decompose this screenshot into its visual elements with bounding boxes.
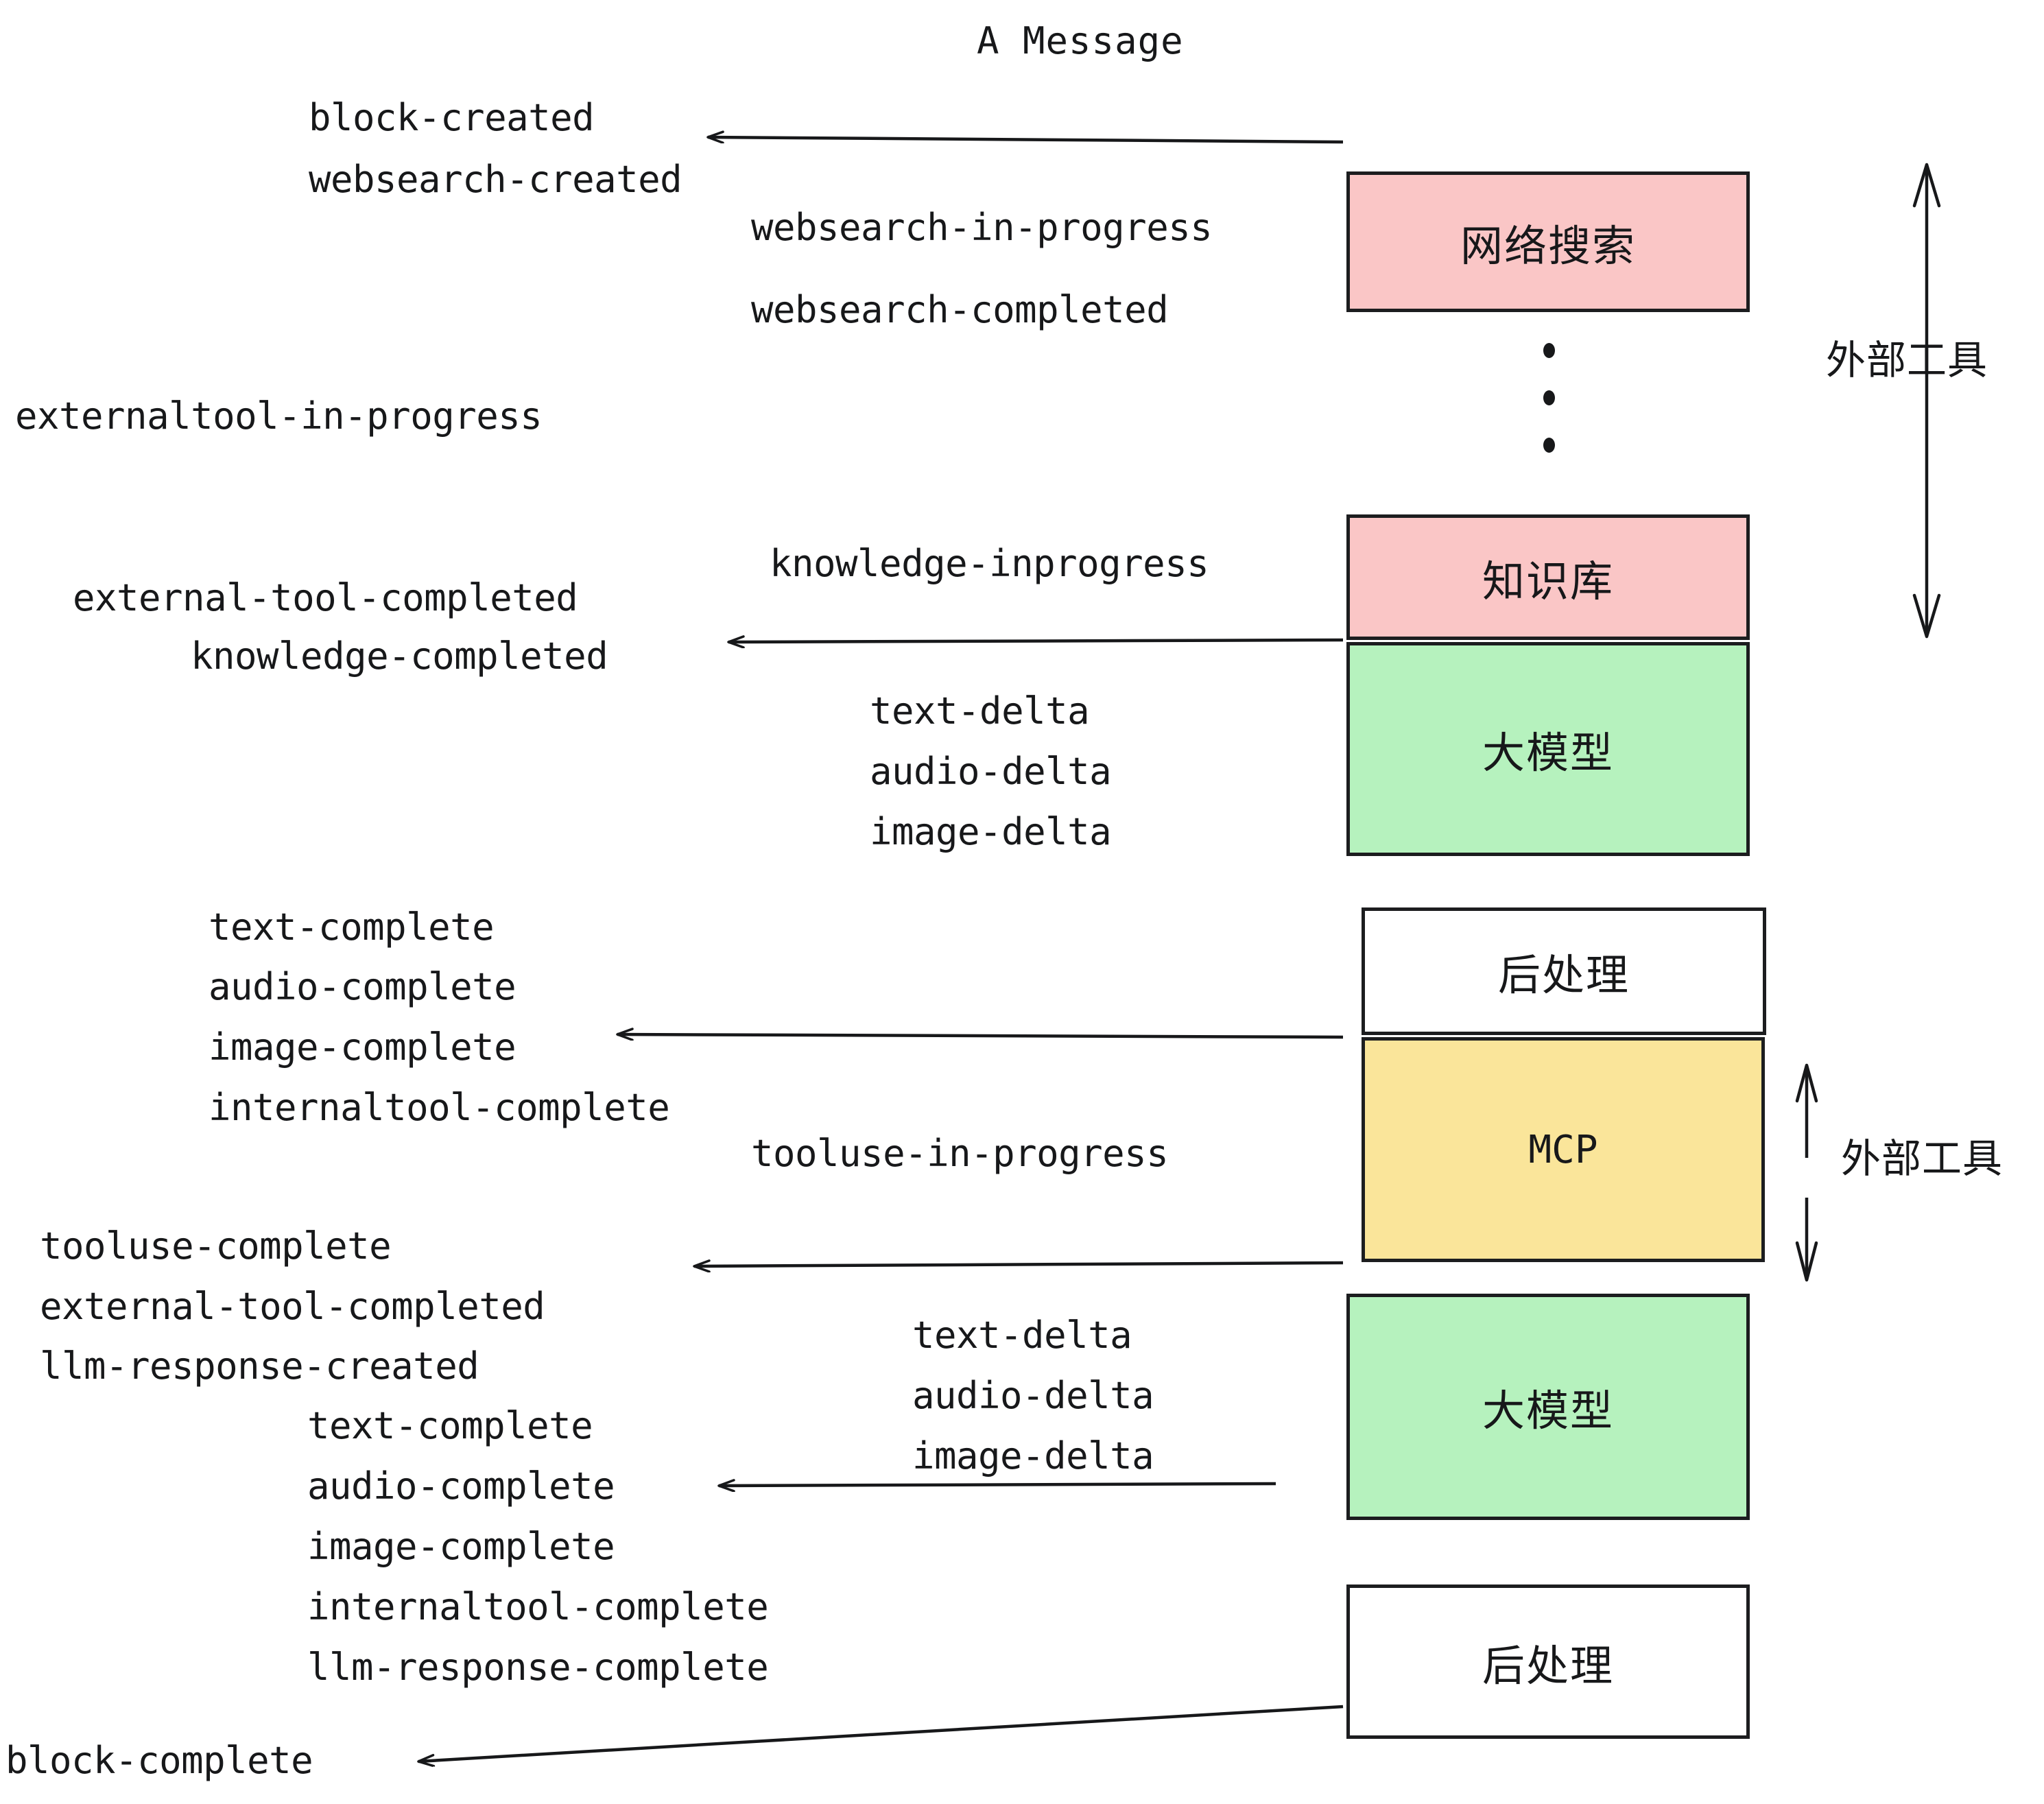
event-tooluse-complete: tooluse-complete xyxy=(40,1224,392,1268)
box-post-processing-bottom-label: 后处理 xyxy=(1482,1640,1614,1691)
box-mcp-label: MCP xyxy=(1528,1127,1598,1172)
box-post-processing-top-label: 后处理 xyxy=(1497,950,1630,1000)
arrow-mcp-to-tooluse-complete xyxy=(694,1263,1344,1266)
event-externaltool-in-progress: externaltool-in-progress xyxy=(15,394,543,438)
event-websearch-created: websearch-created xyxy=(309,158,682,201)
page-title: A Message xyxy=(977,19,1184,62)
event-image-complete-1: image-complete xyxy=(209,1025,516,1069)
event-block-created: block-created xyxy=(309,96,595,139)
event-image-delta-1: image-delta xyxy=(870,810,1112,853)
event-text-delta-2: text-delta xyxy=(912,1314,1132,1357)
arrow-llm-bottom-to-audio-complete xyxy=(719,1484,1276,1486)
box-llm-top-label: 大模型 xyxy=(1482,728,1614,778)
event-audio-delta-1: audio-delta xyxy=(870,750,1112,793)
box-llm-top[interactable]: 大模型 xyxy=(1346,642,1750,856)
event-audio-complete-2: audio-complete xyxy=(307,1464,615,1508)
arrow-post-bottom-to-block-complete xyxy=(418,1705,1344,1761)
event-external-tool-completed-1: external-tool-completed xyxy=(73,576,578,619)
event-audio-complete-1: audio-complete xyxy=(209,965,516,1008)
box-post-processing-bottom[interactable]: 后处理 xyxy=(1346,1585,1750,1739)
event-image-complete-2: image-complete xyxy=(307,1525,615,1568)
event-websearch-in-progress: websearch-in-progress xyxy=(751,206,1213,249)
event-internaltool-complete-2: internaltool-complete xyxy=(307,1585,769,1628)
event-knowledge-completed: knowledge-completed xyxy=(191,634,608,678)
box-knowledge[interactable]: 知识库 xyxy=(1346,514,1750,640)
event-websearch-completed: websearch-completed xyxy=(751,288,1169,331)
event-block-complete: block-complete xyxy=(5,1739,313,1782)
arrow-websearch-to-block-created xyxy=(708,137,1344,144)
external-tool-bracket-top xyxy=(1912,163,1941,639)
side-label-external-tool-top: 外部工具 xyxy=(1826,337,1988,383)
box-websearch[interactable]: 网络搜索 xyxy=(1346,171,1750,312)
event-text-complete-2: text-complete xyxy=(307,1404,593,1447)
box-post-processing-top[interactable]: 后处理 xyxy=(1362,907,1766,1035)
box-websearch-label: 网络搜索 xyxy=(1460,220,1636,271)
external-tool-bracket-bottom xyxy=(1795,1063,1818,1282)
side-label-external-tool-bottom: 外部工具 xyxy=(1841,1135,2004,1182)
arrow-post-top-to-image-complete xyxy=(617,1034,1344,1037)
event-llm-response-complete: llm-response-complete xyxy=(307,1646,769,1689)
vertical-ellipsis xyxy=(1542,343,1556,453)
event-text-delta-1: text-delta xyxy=(870,689,1090,733)
ellipsis-dot xyxy=(1543,343,1555,358)
event-external-tool-completed-2: external-tool-completed xyxy=(40,1285,545,1328)
box-llm-bottom-label: 大模型 xyxy=(1482,1386,1614,1436)
ellipsis-dot xyxy=(1543,390,1555,405)
arrow-knowledge-to-knowledge-completed xyxy=(728,640,1344,642)
event-llm-response-created: llm-response-created xyxy=(40,1344,479,1388)
event-text-complete-1: text-complete xyxy=(209,905,495,949)
event-tooluse-in-progress: tooluse-in-progress xyxy=(751,1132,1169,1175)
event-knowledge-inprogress: knowledge-inprogress xyxy=(770,542,1209,585)
box-mcp[interactable]: MCP xyxy=(1362,1037,1765,1262)
event-internaltool-complete-1: internaltool-complete xyxy=(209,1086,670,1129)
event-image-delta-2: image-delta xyxy=(912,1434,1154,1477)
box-llm-bottom[interactable]: 大模型 xyxy=(1346,1294,1750,1520)
ellipsis-dot xyxy=(1543,438,1555,453)
box-knowledge-label: 知识库 xyxy=(1482,556,1614,606)
event-audio-delta-2: audio-delta xyxy=(912,1374,1154,1417)
